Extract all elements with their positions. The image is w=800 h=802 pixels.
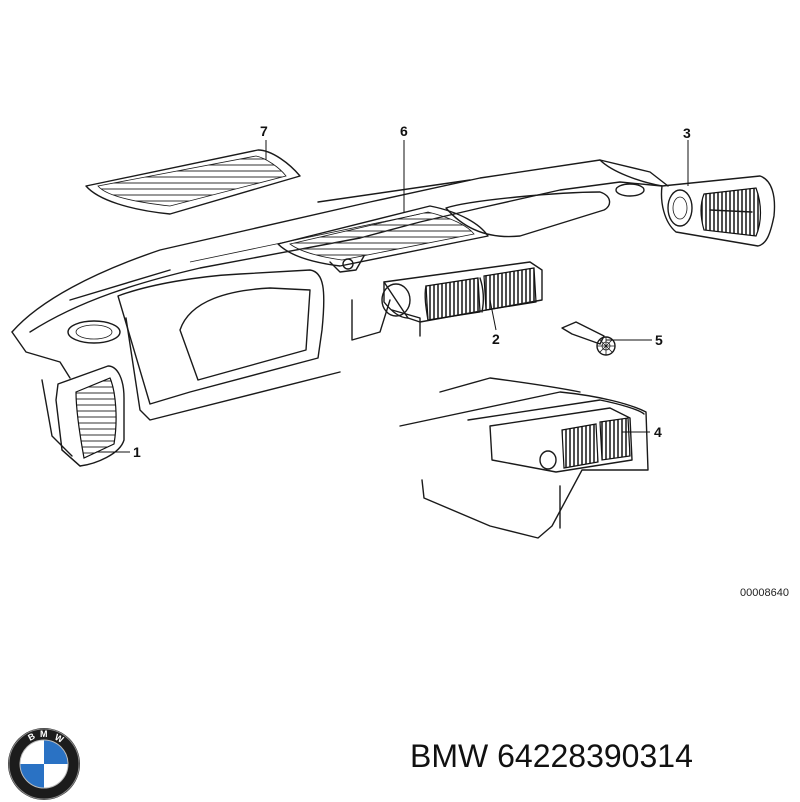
part-number: 64228390314 [497, 738, 693, 774]
figure-id: 00008640 [740, 587, 789, 599]
part-5-thumbwheel [561, 321, 616, 356]
part-1-left-vent [55, 365, 125, 467]
part-3-right-vent [660, 175, 776, 247]
brand-label: BMW [410, 738, 489, 774]
part-4-rear-vent [399, 377, 649, 539]
part-6-center-grille [277, 205, 489, 273]
callout-6: 6 [400, 123, 408, 139]
leader-lines [96, 140, 689, 453]
bmw-roundel-icon: B M W [8, 728, 80, 800]
callout-5: 5 [655, 332, 663, 348]
callout-4: 4 [654, 424, 662, 440]
callout-3: 3 [683, 125, 691, 141]
callout-1: 1 [133, 444, 141, 460]
dashboard-outline [11, 159, 669, 457]
svg-text:M: M [40, 729, 48, 739]
callout-2: 2 [492, 331, 500, 347]
callout-7: 7 [260, 123, 268, 139]
svg-text:B: B [26, 731, 37, 743]
part-7-speaker-grille [85, 149, 301, 215]
part-caption: BMW 64228390314 [410, 738, 790, 775]
part-2-center-vent [381, 261, 543, 323]
